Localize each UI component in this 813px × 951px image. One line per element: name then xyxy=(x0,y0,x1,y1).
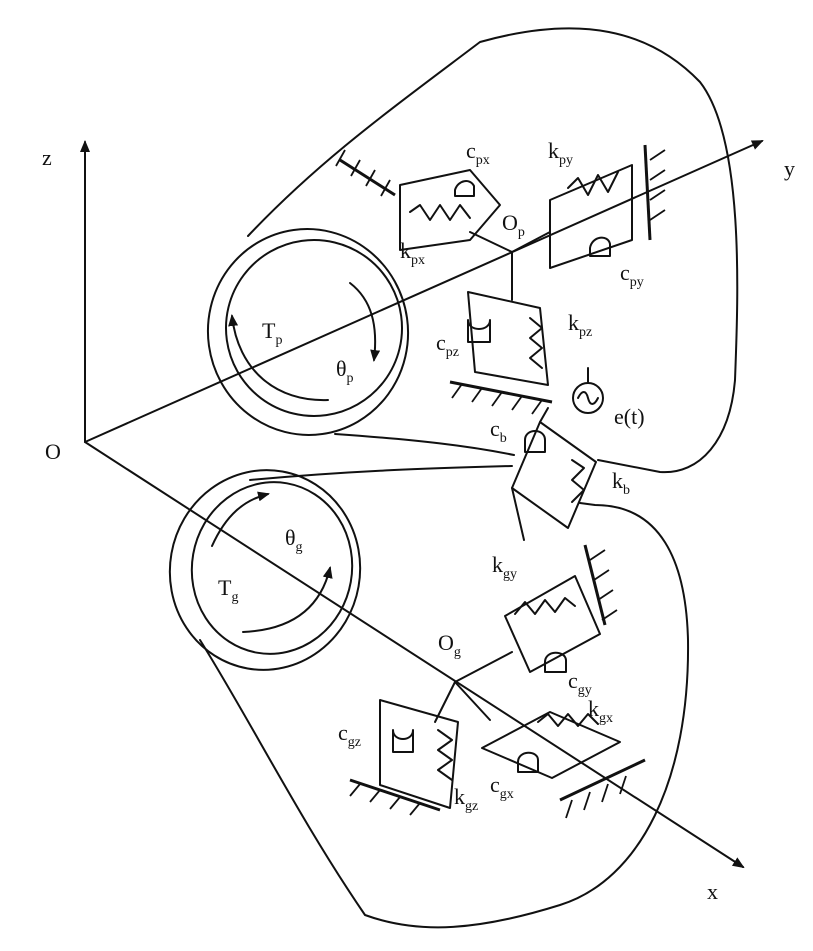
pinion-support-links xyxy=(469,231,551,301)
pinion-torque-label: Tp xyxy=(262,318,282,348)
pinion-torque-arrow-icon xyxy=(228,314,329,402)
z-axis-label: z xyxy=(42,145,52,170)
mesh-error-label: e(t) xyxy=(614,404,645,429)
pinion-cone-outline xyxy=(247,27,739,474)
gear-cz-label: cgz xyxy=(338,720,361,750)
gear-cx-label: cgx xyxy=(490,772,514,802)
gear-outer-ellipse xyxy=(168,469,362,671)
gear-z-support xyxy=(349,699,459,816)
coordinate-axes xyxy=(80,140,764,869)
pinion-z-support xyxy=(449,291,553,415)
gear-torque-label: Tg xyxy=(218,575,238,605)
gear-body xyxy=(168,465,690,929)
gear-y-support xyxy=(504,544,618,673)
x-axis xyxy=(84,441,745,869)
pinion-origin-label: Op xyxy=(502,210,525,240)
pinion-angle-label: θp xyxy=(336,356,354,386)
gear-inner-ellipse xyxy=(190,481,354,655)
mesh-support xyxy=(511,367,604,541)
gear-kz-label: kgz xyxy=(454,784,478,814)
gear-angle-label: θg xyxy=(285,525,303,555)
pinion-x-support xyxy=(335,149,501,251)
sine-icon xyxy=(577,391,599,405)
gear-rotation-arrow-icon xyxy=(211,491,270,547)
pinion-outer-ellipse xyxy=(206,228,410,436)
gear-origin-label: Og xyxy=(438,630,461,660)
gear-support-links xyxy=(434,651,513,723)
y-axis xyxy=(84,140,764,443)
gear-x-support xyxy=(481,711,646,819)
pinion-cx-label: cpx xyxy=(466,138,490,168)
y-axis-label: y xyxy=(784,156,795,181)
gear-kx-label: kgx xyxy=(588,696,613,726)
pinion-kz-label: kpz xyxy=(568,310,592,340)
pinion-inner-ellipse xyxy=(225,239,403,417)
pinion-body xyxy=(206,27,739,474)
pinion-y-support xyxy=(549,144,666,269)
gear-ky-label: kgy xyxy=(492,552,517,582)
x-axis-label: x xyxy=(707,879,718,904)
pinion-kx-label: kpx xyxy=(400,238,425,268)
pinion-cz-label: cpz xyxy=(436,330,459,360)
gear-cone-outline xyxy=(199,465,690,929)
pinion-ky-label: kpy xyxy=(548,138,573,168)
origin-label: O xyxy=(45,439,61,464)
gear-torque-arrow-icon xyxy=(242,566,333,633)
mesh-k-label: kb xyxy=(612,468,630,498)
gear-cy-label: cgy xyxy=(568,668,592,698)
mesh-c-label: cb xyxy=(490,416,507,446)
pinion-cy-label: cpy xyxy=(620,260,644,290)
